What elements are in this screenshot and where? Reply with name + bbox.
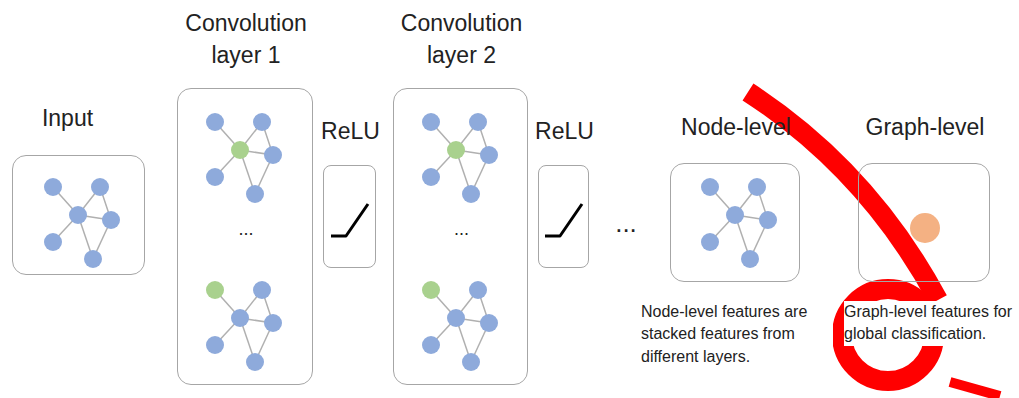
box-heading: Node-level [681, 114, 791, 142]
text-slot: Node-level [661, 114, 811, 142]
text-slot: Graph-level features for global classifi… [844, 301, 1016, 346]
graph-vertex [69, 206, 87, 224]
text-slot: ReLU [310, 118, 391, 146]
graph-vertex [264, 314, 282, 332]
graph-level-box: Graph-levelGraph-level features for glob… [858, 163, 990, 282]
box-caption: Node-level features are stacked features… [641, 301, 833, 368]
graph-vertex [84, 250, 102, 268]
graph-vertex [480, 146, 498, 164]
box-heading: ReLU [535, 118, 594, 146]
convolution-box: Convolution layer 2... [393, 88, 528, 385]
text-slot: Graph-level [850, 114, 1000, 142]
convolution-box: Convolution layer 1... [177, 88, 313, 385]
text-slot: Convolution layer 2 [381, 7, 542, 71]
red-tail [950, 382, 1000, 396]
graph-vertex [231, 141, 249, 159]
graph-vertex [422, 281, 440, 299]
graph-figure [206, 113, 282, 203]
relu-symbol [331, 204, 368, 236]
graph-vertex [44, 233, 62, 251]
graph-vertex [741, 250, 759, 268]
text-slot: Node-level features are stacked features… [641, 301, 833, 368]
text-slot: Convolution layer 1 [166, 7, 326, 71]
graph-vertex [480, 314, 498, 332]
graph-vertex [462, 353, 480, 371]
text-slot: ... [206, 219, 286, 241]
relu-box: ReLU [323, 165, 376, 268]
graph-vertex [206, 113, 224, 131]
graph-vertex [422, 113, 440, 131]
graph-figure [44, 178, 120, 268]
text-slot: ReLU [524, 118, 605, 146]
graph-vertex [748, 178, 766, 196]
graph-vertex [759, 211, 777, 229]
graph-vertex [422, 336, 440, 354]
box-heading: Input [42, 105, 93, 133]
box-heading: Convolution layer 2 [381, 7, 542, 71]
node-level-box: Node-levelNode-level features are stacke… [670, 163, 800, 282]
graph-vertex [102, 211, 120, 229]
text-slot: Input [0, 105, 154, 133]
graph-vertex [253, 113, 271, 131]
graph-vertex [447, 141, 465, 159]
graph-vertex [253, 281, 271, 299]
graph-figure [701, 178, 777, 268]
input-box: Input [12, 155, 145, 275]
graph-vertex [206, 336, 224, 354]
ellipsis-text: ... [238, 219, 253, 241]
graph-vertex [726, 206, 744, 224]
graph-vertex [701, 178, 719, 196]
box-heading: ReLU [321, 118, 380, 146]
graph-vertex [91, 178, 109, 196]
box-heading: Graph-level [866, 114, 985, 142]
ellipsis-text: ... [454, 219, 469, 241]
graph-figure [422, 281, 498, 371]
graph-vertex [231, 309, 249, 327]
graph-vertex [469, 113, 487, 131]
graph-vertex [246, 185, 264, 203]
box-caption: Graph-level features for global classifi… [844, 301, 1016, 346]
graph-vertex [447, 309, 465, 327]
graph-figure [422, 113, 498, 203]
graph-feature-dot [910, 213, 940, 243]
graph-vertex [246, 353, 264, 371]
text-slot: ... [605, 208, 647, 239]
graph-vertex [206, 281, 224, 299]
box-heading: Convolution layer 1 [166, 7, 326, 71]
graph-figure [206, 281, 282, 371]
graph-vertex [462, 185, 480, 203]
ellipsis-label: ... [615, 208, 637, 239]
relu-symbol [545, 204, 582, 236]
graph-vertex [701, 233, 719, 251]
graph-vertex [44, 178, 62, 196]
graph-vertex [264, 146, 282, 164]
text-slot: ... [421, 219, 502, 241]
graph-vertex [422, 168, 440, 186]
graph-vertex [206, 168, 224, 186]
relu-box: ReLU [538, 165, 589, 268]
graph-vertex [469, 281, 487, 299]
